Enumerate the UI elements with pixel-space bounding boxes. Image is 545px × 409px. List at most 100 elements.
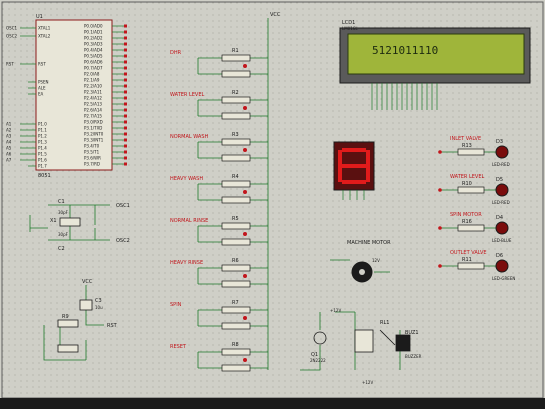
mcu-pin-right-label: P0.6/AD6 (84, 60, 103, 65)
mcu-pin-left-label: XTAL1 (38, 26, 51, 31)
crystal-x: X1 (50, 218, 57, 224)
lcd-part: LM016L (342, 26, 358, 31)
mcu-net-label: A6 (6, 152, 12, 157)
mcu-pin-marker (124, 102, 127, 106)
buzzer-ref: BUZ1 (405, 330, 419, 336)
lcd-ref: LCD1 (342, 20, 355, 26)
mcu-net-label: RST (6, 62, 14, 67)
button-label: WATER LEVEL (170, 92, 205, 98)
button-contact (243, 232, 247, 236)
mcu-pin-marker (124, 90, 127, 94)
mcu-part: 8051 (38, 173, 51, 179)
mcu-pin-right-label: P3.1/TXD (84, 126, 102, 131)
mcu-pin-right-label: P2.1/A9 (84, 78, 100, 83)
buzzer-part: BUZZER (405, 354, 422, 359)
led-resistor-ref: R11 (462, 257, 472, 263)
mcu-pin-right-label: P2.5/A13 (84, 102, 102, 107)
led-ref: D6 (496, 253, 503, 259)
led-ref: D3 (496, 139, 503, 145)
mcu-pin-marker (124, 132, 127, 136)
mcu-pin-right-label: P2.7/A15 (84, 114, 102, 119)
mcu-pin-left-label: P1.2 (38, 134, 47, 139)
mcu-pin-left-label: EA (38, 92, 44, 97)
mcu-net-label: A4 (6, 140, 12, 145)
mcu-pin-left-label: P1.1 (38, 128, 47, 133)
reset-r: R9 (62, 314, 69, 320)
crystal-c2: C2 (58, 246, 65, 252)
seven-segment-display[interactable]: 8 (0, 0, 375, 200)
led-part: LED-RED (492, 200, 510, 205)
crystal-c1: C1 (58, 199, 65, 205)
mcu-pin-marker (124, 24, 127, 28)
mcu-pin-right-label: P0.5/AD5 (84, 54, 103, 59)
mcu-pin-right-label: P2.6/A14 (84, 108, 102, 113)
mcu-pin-right-label: P0.7/AD7 (84, 66, 103, 71)
mcu-pin-marker (124, 36, 127, 40)
mcu-pin-right-label: P0.4/AD4 (84, 48, 103, 53)
mcu-pin-marker (124, 48, 127, 52)
led-label: WATER LEVEL (450, 174, 485, 180)
mcu-pin-right-label: P3.2/INT0 (84, 132, 104, 137)
mcu-pin-right-label: P3.4/T0 (84, 144, 100, 149)
button-contact (243, 274, 247, 278)
led-label: SPIN MOTOR (450, 212, 482, 218)
mcu-pin-marker (124, 126, 127, 130)
machine-motor[interactable] (330, 259, 390, 283)
led-bulb (495, 145, 509, 159)
button-contact (243, 190, 247, 194)
mcu-net-label: A3 (6, 134, 12, 139)
led-bulb (495, 183, 509, 197)
mcu-pin-left-label: XTAL2 (38, 34, 51, 39)
mcu-pin-left-label: RST (38, 62, 46, 67)
mcu-pin-right-label: P0.2/AD2 (84, 36, 103, 41)
mcu-pin-marker (124, 144, 127, 148)
mcu-pin-left-label: P1.7 (38, 164, 47, 169)
mcu-pin-marker (124, 96, 127, 100)
reset-cap-val: 10u (95, 305, 103, 310)
crystal-circuit[interactable] (29, 204, 110, 241)
button-label: NORMAL WASH (170, 134, 209, 140)
led-label: OUTLET VALVE (450, 250, 487, 256)
button-water-level[interactable]: WATER LEVEL R2 (170, 90, 268, 120)
relay-q-part: 2N2222 (310, 358, 326, 363)
button-resistor-ref: R1 (232, 48, 239, 54)
vcc-top: VCC (270, 12, 281, 18)
mcu-net-label: A7 (6, 158, 12, 163)
relay-supply2: +12V (362, 380, 373, 385)
mcu-pin-marker (124, 108, 127, 112)
motor-volt: 12V (372, 258, 380, 263)
mcu-pin-right-label: P2.2/A10 (84, 84, 102, 89)
reset-circuit[interactable] (43, 285, 104, 361)
relay-supply: +12V (330, 308, 341, 313)
mcu-pin-marker (124, 78, 127, 82)
led-part: LED-GREEN (492, 276, 515, 281)
mcu-pin-left-label: ALE (38, 86, 46, 91)
mcu-pin-marker (124, 42, 127, 46)
mcu-pin-marker (124, 60, 127, 64)
relay-circuit[interactable] (300, 311, 411, 371)
mcu-chip[interactable]: U1 8051 XTAL1XTAL2RSTPSENALEEAP1.0P1.1P1… (28, 14, 127, 179)
led-resistor-ref: R16 (462, 219, 472, 225)
reset-cap: C3 (95, 298, 102, 304)
mcu-pin-right-label: P3.7/RD (84, 162, 100, 167)
mcu-net-label: OSC2 (6, 34, 17, 39)
lcd-display[interactable]: 5121011110 LCD1 LM016L (339, 20, 531, 110)
button-label: RESET (170, 344, 187, 350)
button-resistor-ref: R2 (232, 90, 239, 96)
